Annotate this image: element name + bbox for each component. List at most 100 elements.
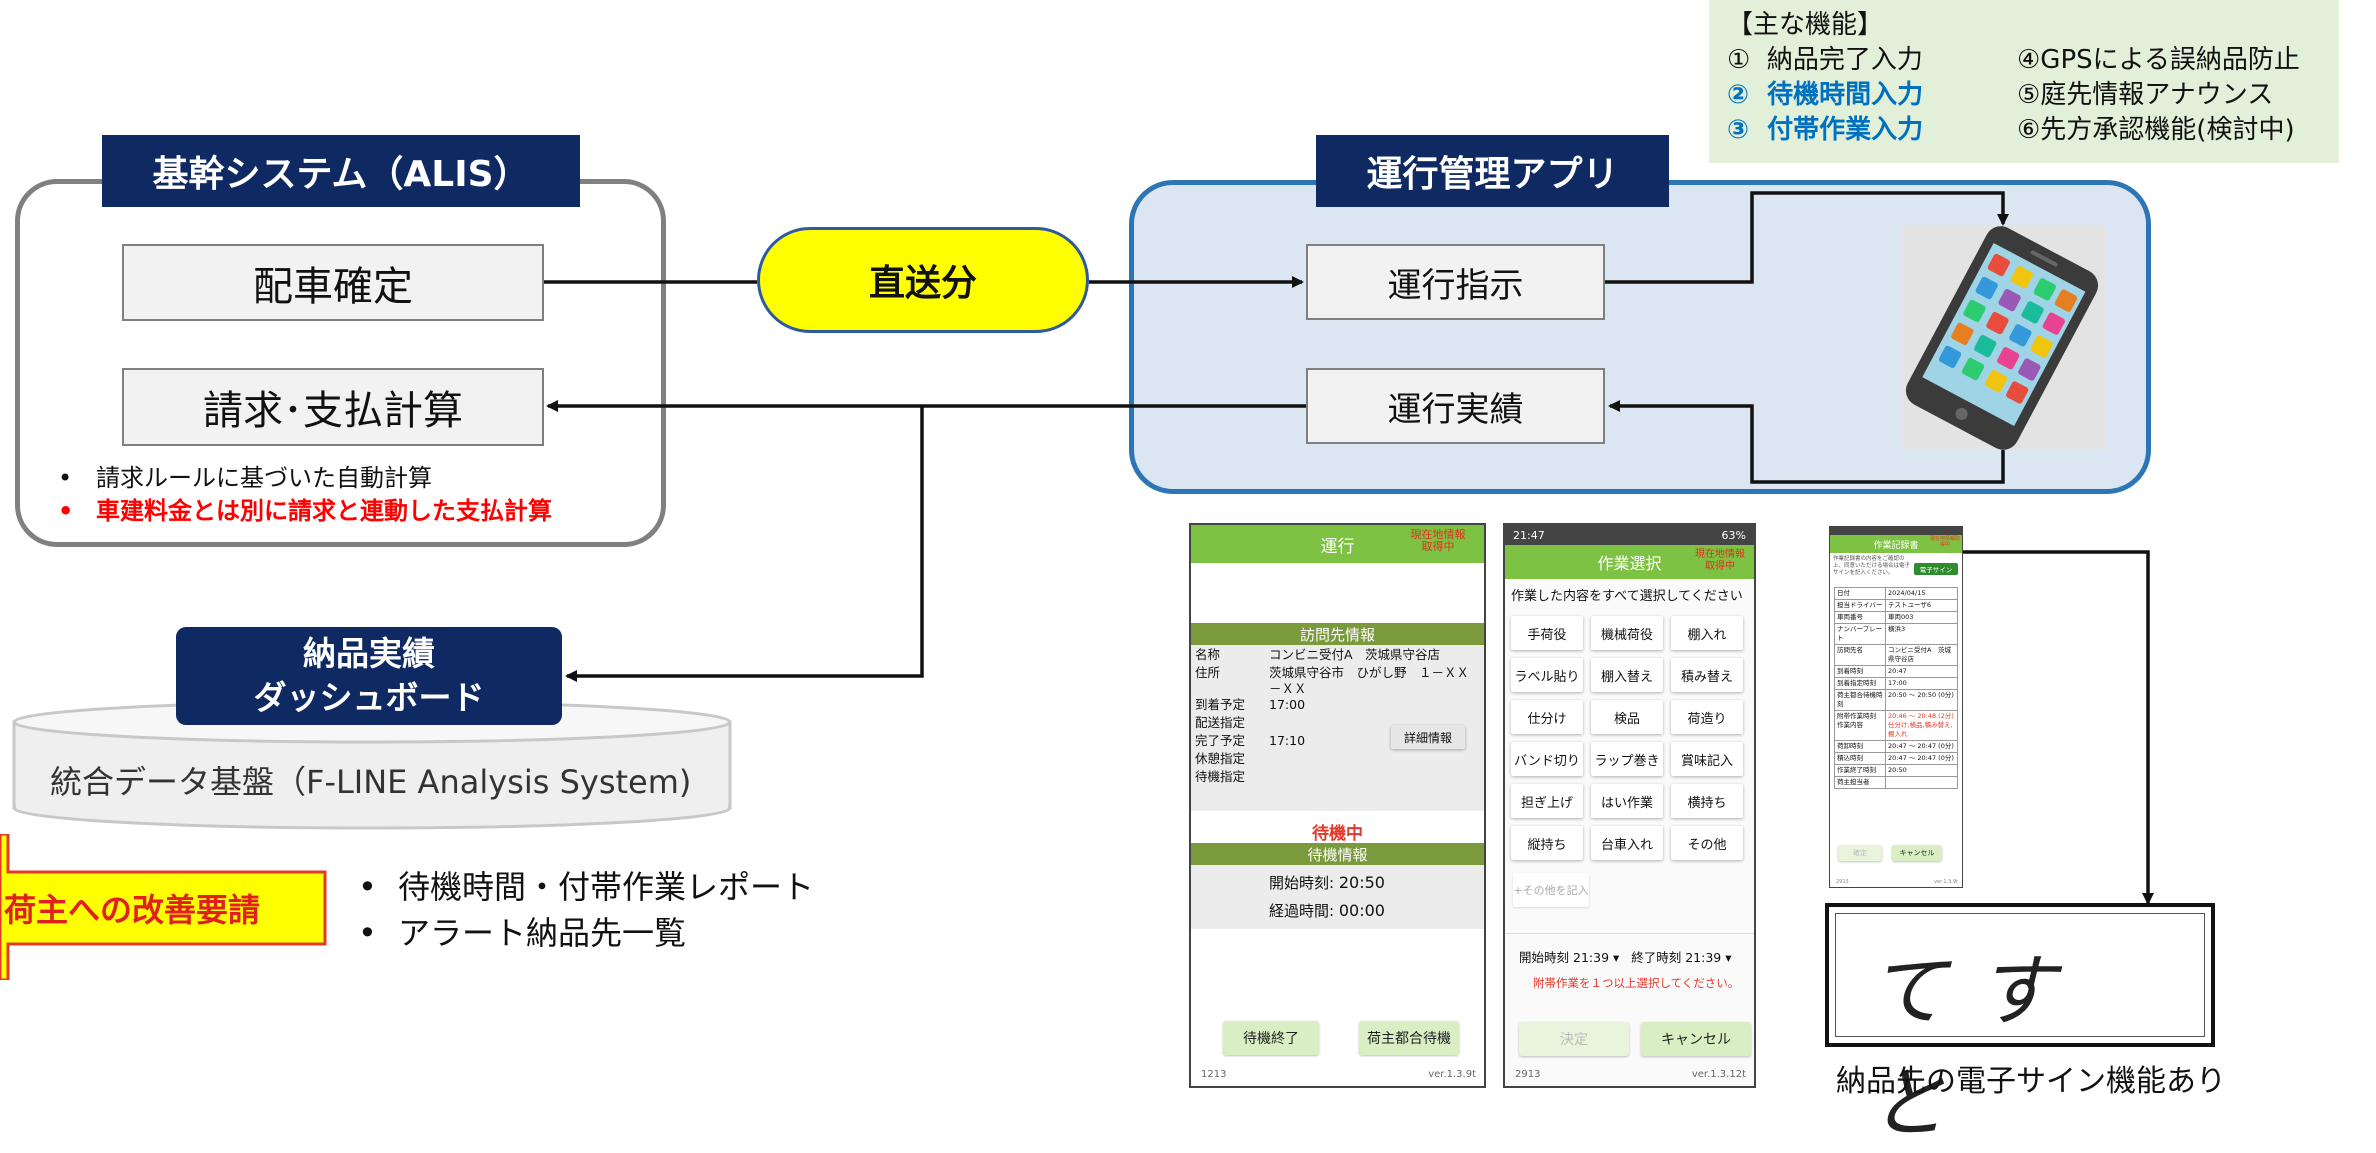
features-title: 【主な機能】 <box>1727 10 1884 40</box>
end-time-select[interactable]: 21:39 <box>1685 950 1722 965</box>
record-key: 附帯作業時刻 作業内容 <box>1835 711 1886 740</box>
detail-info-button[interactable]: 詳細情報 <box>1391 725 1465 749</box>
visit-info-key: 名称 <box>1195 647 1221 662</box>
footer-id: 2913 <box>1836 879 1849 885</box>
feature-item: ① 納品完了入力 <box>1727 45 1923 75</box>
arrow-record-to-signature <box>1963 550 2154 905</box>
waiting-status: 待機中 <box>1312 824 1363 844</box>
confirm-button[interactable]: 確定 <box>1838 845 1882 861</box>
visit-info-key: 休憩指定 <box>1195 751 1246 766</box>
task-option-button[interactable]: 横持ち <box>1671 784 1743 818</box>
core-bullets: •請求ルールに基づいた自動計算 •車建料金とは別に請求と連動した支払計算 <box>58 462 658 528</box>
record-value: テストユーザ6 <box>1888 601 1932 609</box>
record-key: 担当ドライバー <box>1835 600 1886 611</box>
task-option-button[interactable]: ラップ巻き <box>1591 742 1663 776</box>
task-option-button[interactable]: 仕分け <box>1511 700 1583 734</box>
app-version: ver.1.3.9t <box>1428 1069 1476 1080</box>
task-option-button[interactable]: 棚入替え <box>1591 658 1663 692</box>
task-option-button[interactable]: 担ぎ上げ <box>1511 784 1583 818</box>
record-row: 訪問先名コンビニ受付A 茨城県守谷店 <box>1835 645 1957 666</box>
intro-text: 作業記録書の内容をご確認の上、同意いただける場合は電子サインを記入ください。 <box>1833 556 1911 576</box>
task-option-button[interactable]: はい作業 <box>1591 784 1663 818</box>
gps-status: 現在地情報取得中 <box>1410 528 1466 553</box>
record-value: 20:47 ～ 20:47 (0分) <box>1888 754 1954 762</box>
app-version: ver.1.3.12t <box>1691 1069 1746 1080</box>
e-sign-button[interactable]: 電子サイン <box>1914 563 1958 575</box>
record-key: 荷卸時刻 <box>1835 741 1886 752</box>
start-time-select[interactable]: 21:39 <box>1573 950 1610 965</box>
app-screen-work-record: 作業記録書 現在地情報取得中 作業記録書の内容をご確認の上、同意いただける場合は… <box>1829 526 1963 888</box>
cancel-button[interactable]: キャンセル <box>1641 1022 1751 1056</box>
task-option-button[interactable]: 手荷役 <box>1511 616 1583 650</box>
section-header: 訪問先情報 <box>1191 623 1484 645</box>
warning-text: 附帯作業を１つ以上選択してください。 <box>1533 976 1740 990</box>
screen-title: 作業記録書 <box>1873 540 1919 551</box>
task-option-button[interactable]: 検品 <box>1591 700 1663 734</box>
shipper-wait-button[interactable]: 荷主都合待機 <box>1359 1021 1459 1055</box>
visit-info-value: 茨城県守谷市 ひがし野 １－ＸＸ－ＸＸ <box>1269 665 1470 696</box>
instruction-text: 作業した内容をすべて選択してください <box>1511 589 1743 604</box>
bullet-item: •請求ルールに基づいた自動計算 <box>58 464 432 492</box>
visit-info-key: 住所 <box>1195 665 1221 680</box>
task-option-button[interactable]: 賞味記入 <box>1671 742 1743 776</box>
record-row: 車両番号車両003 <box>1835 612 1957 624</box>
task-option-button[interactable]: 積み替え <box>1671 658 1743 692</box>
record-key: 到着時刻 <box>1835 666 1886 677</box>
footer-id: 1213 <box>1201 1069 1227 1080</box>
screen-title: 運行 <box>1320 536 1355 557</box>
task-option-button[interactable]: 台車入れ <box>1591 826 1663 860</box>
record-key: 作業終了時刻 <box>1835 765 1886 776</box>
visit-info-key: 待機指定 <box>1195 769 1246 784</box>
status-time: 21:47 <box>1513 528 1545 542</box>
record-value: 20:47 <box>1888 667 1907 675</box>
confirm-button[interactable]: 決定 <box>1519 1022 1629 1056</box>
other-input-button[interactable]: +その他を記入 <box>1513 873 1589 907</box>
dashboard-title: 納品実績 ダッシュボード <box>176 627 562 725</box>
record-key: 荷主都合待機時刻 <box>1835 690 1886 710</box>
screen-title: 作業選択 <box>1597 554 1662 573</box>
dispatch-confirm-box: 配車確定 <box>122 244 544 321</box>
record-key: 到着指定時刻 <box>1835 678 1886 689</box>
gps-status: 現在地情報取得中 <box>1930 536 1961 548</box>
record-key: 積込時刻 <box>1835 753 1886 764</box>
record-row: 担当ドライバーテストユーザ6 <box>1835 600 1957 612</box>
arrow-to-dashboard <box>565 406 924 682</box>
task-option-button[interactable]: 荷造り <box>1671 700 1743 734</box>
record-key: 車両番号 <box>1835 612 1886 623</box>
task-option-button[interactable]: 棚入れ <box>1671 616 1743 650</box>
wait-end-button[interactable]: 待機終了 <box>1223 1021 1319 1055</box>
smartphone-illustration <box>1902 226 2105 450</box>
cancel-button[interactable]: キャンセル <box>1892 845 1942 861</box>
visit-info-row: 休憩指定 <box>1195 751 1480 769</box>
record-value: 17:00 <box>1888 679 1907 687</box>
wait-elapsed: 経過時間: 00:00 <box>1269 901 1385 920</box>
task-option-button[interactable]: 機械荷役 <box>1591 616 1663 650</box>
task-option-button[interactable]: ラベル貼り <box>1511 658 1583 692</box>
feature-item: ② 待機時間入力 <box>1727 80 1924 110</box>
feature-item: ③ 付帯作業入力 <box>1727 115 1924 145</box>
feature-item: ⑥先方承認機能(検討中) <box>2017 115 2295 145</box>
core-system-title: 基幹システム（ALIS） <box>102 135 580 207</box>
feature-item: ④GPSによる誤納品防止 <box>2017 45 2300 75</box>
task-option-button[interactable]: バンド切り <box>1511 742 1583 776</box>
visit-info-key: 配送指定 <box>1195 715 1246 730</box>
record-value: 20:50 <box>1888 766 1907 774</box>
task-option-button[interactable]: 縦持ち <box>1511 826 1583 860</box>
app-version: ver.1.3.9t <box>1934 879 1958 885</box>
task-option-button[interactable]: その他 <box>1671 826 1743 860</box>
record-value: 20:46 ～ 20:48 (2分) 仕分け,検品,積み替え,棚入れ <box>1888 712 1954 738</box>
improvement-bullets: •待機時間・付帯作業レポート •アラート納品先一覧 <box>358 864 814 956</box>
direct-delivery-oval: 直送分 <box>757 227 1089 333</box>
record-value: 20:47 ～ 20:47 (0分) <box>1888 742 1954 750</box>
ops-app-title: 運行管理アプリ <box>1316 135 1669 207</box>
ops-result-box: 運行実績 <box>1306 368 1605 444</box>
bullet-item: •待機時間・付帯作業レポート <box>358 868 815 906</box>
record-key: 日付 <box>1835 588 1886 599</box>
